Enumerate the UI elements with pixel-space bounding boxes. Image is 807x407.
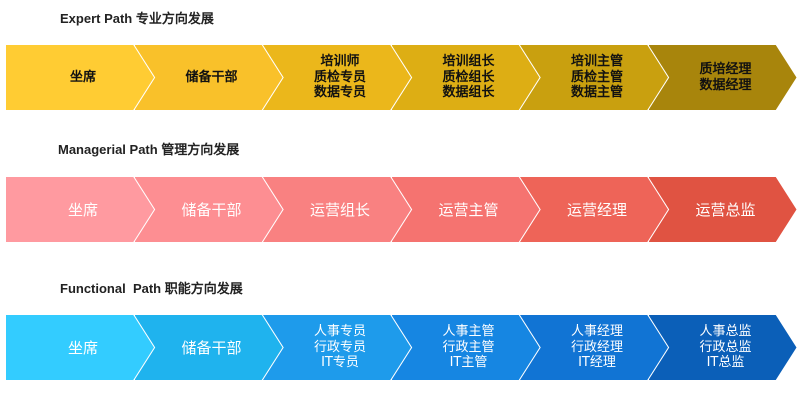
expert-step-6: 质培经理 数据经理	[648, 45, 797, 110]
expert-step-3-label: 培训师 质检专员 数据专员	[313, 54, 366, 101]
expert-step-2: 储备干部	[134, 45, 283, 110]
expert-path-row: 坐席 储备干部 培训师 质检专员 数据专员 培训组长 质检组长 数据组长 培训主管 质检…	[0, 45, 807, 110]
managerial-step-5-label: 运营经理	[566, 200, 627, 219]
managerial-step-6-label: 运营总监	[695, 200, 756, 219]
functional-step-4-label: 人事主管 行政主管 IT主管	[442, 324, 495, 371]
functional-path-title: Functional Path 职能方向发展	[60, 281, 243, 296]
functional-step-6-label: 人事总监 行政总监 IT总监	[699, 324, 752, 371]
functional-step-3: 人事专员 行政专员 IT专员	[263, 315, 411, 380]
expert-step-5-label: 培训主管 质检主管 数据主管	[570, 54, 623, 101]
managerial-step-4: 运营主管	[391, 177, 540, 242]
functional-step-2-label: 储备干部	[181, 338, 242, 357]
expert-path-title: Expert Path 专业方向发展	[60, 11, 214, 26]
managerial-step-3: 运营组长	[263, 177, 411, 242]
expert-step-5: 培训主管 质检主管 数据主管	[520, 45, 668, 110]
managerial-step-1-label: 坐席	[67, 200, 98, 219]
managerial-step-2-label: 储备干部	[181, 200, 242, 219]
expert-step-1-label: 坐席	[69, 69, 96, 85]
managerial-step-2: 储备干部	[134, 177, 283, 242]
functional-step-5-label: 人事经理 行政经理 IT经理	[570, 324, 623, 371]
functional-step-3-label: 人事专员 行政专员 IT专员	[313, 324, 366, 371]
managerial-step-4-label: 运营主管	[438, 200, 499, 219]
expert-step-1: 坐席	[6, 45, 154, 110]
expert-step-4: 培训组长 质检组长 数据组长	[391, 45, 540, 110]
expert-step-4-label: 培训组长 质检组长 数据组长	[442, 54, 495, 101]
expert-step-3: 培训师 质检专员 数据专员	[263, 45, 411, 110]
expert-step-6-label: 质培经理 数据经理	[699, 61, 752, 93]
managerial-step-6: 运营总监	[648, 177, 797, 242]
managerial-step-3-label: 运营组长	[309, 200, 370, 219]
functional-step-1-label: 坐席	[67, 338, 98, 357]
managerial-path-title: Managerial Path 管理方向发展	[58, 142, 240, 157]
functional-path-row: 坐席 储备干部 人事专员 行政专员 IT专员 人事主管 行政主管 IT主管 人事经理 行…	[0, 315, 807, 380]
managerial-path-row: 坐席 储备干部 运营组长 运营主管 运营经理 运营总监	[0, 177, 807, 242]
managerial-step-5: 运营经理	[520, 177, 668, 242]
functional-step-5: 人事经理 行政经理 IT经理	[520, 315, 668, 380]
functional-step-4: 人事主管 行政主管 IT主管	[391, 315, 540, 380]
expert-step-2-label: 储备干部	[185, 69, 238, 85]
managerial-step-1: 坐席	[6, 177, 154, 242]
functional-step-1: 坐席	[6, 315, 154, 380]
functional-step-2: 储备干部	[134, 315, 283, 380]
functional-step-6: 人事总监 行政总监 IT总监	[648, 315, 797, 380]
